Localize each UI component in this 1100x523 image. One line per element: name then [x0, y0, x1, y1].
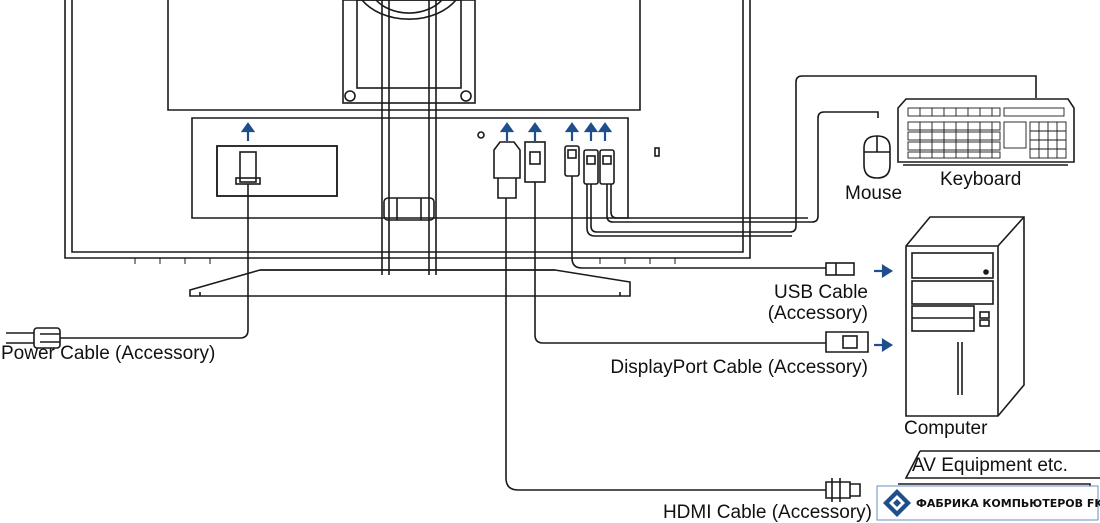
usb-upstream-cable: [564, 145, 855, 276]
computer: [905, 216, 1025, 417]
arrow-usb-to-computer: [874, 264, 894, 278]
arrow-usb-upstream: [564, 122, 580, 141]
displayport-cable: [524, 141, 869, 353]
power-cable: [6, 151, 261, 349]
usb-mouse-cable: [583, 75, 1037, 237]
label-power-cable: Power Cable (Accessory): [1, 343, 215, 364]
label-keyboard: Keyboard: [940, 169, 1021, 190]
hdmi-cable: [493, 141, 861, 502]
usb-keyboard-cable: [599, 111, 879, 223]
arrow-hdmi: [499, 122, 515, 141]
label-hdmi-cable: HDMI Cable (Accessory): [663, 502, 872, 523]
arrow-usb-keyboard: [597, 122, 613, 141]
watermark: ФАБРИКА КОМПЬЮТЕРОВ FK.BY: [876, 485, 1100, 521]
arrow-displayport-to-computer: [874, 338, 894, 352]
label-av-equipment: AV Equipment etc.: [912, 455, 1068, 476]
keyboard: [897, 98, 1075, 166]
monitor-ports: [477, 131, 660, 157]
arrow-power: [240, 122, 256, 141]
mouse: [863, 135, 891, 179]
label-mouse: Mouse: [845, 183, 902, 204]
watermark-text: ФАБРИКА КОМПЬЮТЕРОВ FK.BY: [916, 497, 1100, 510]
watermark-logo-icon: [883, 489, 911, 517]
label-displayport-cable: DisplayPort Cable (Accessory): [610, 357, 868, 378]
label-computer: Computer: [904, 418, 988, 439]
label-usb-cable: USB Cable: [774, 282, 868, 303]
arrow-displayport: [527, 122, 543, 141]
arrow-usb-mouse: [583, 122, 599, 141]
label-usb-cable-accessory: (Accessory): [768, 303, 868, 324]
monitor-back: [64, 0, 751, 264]
